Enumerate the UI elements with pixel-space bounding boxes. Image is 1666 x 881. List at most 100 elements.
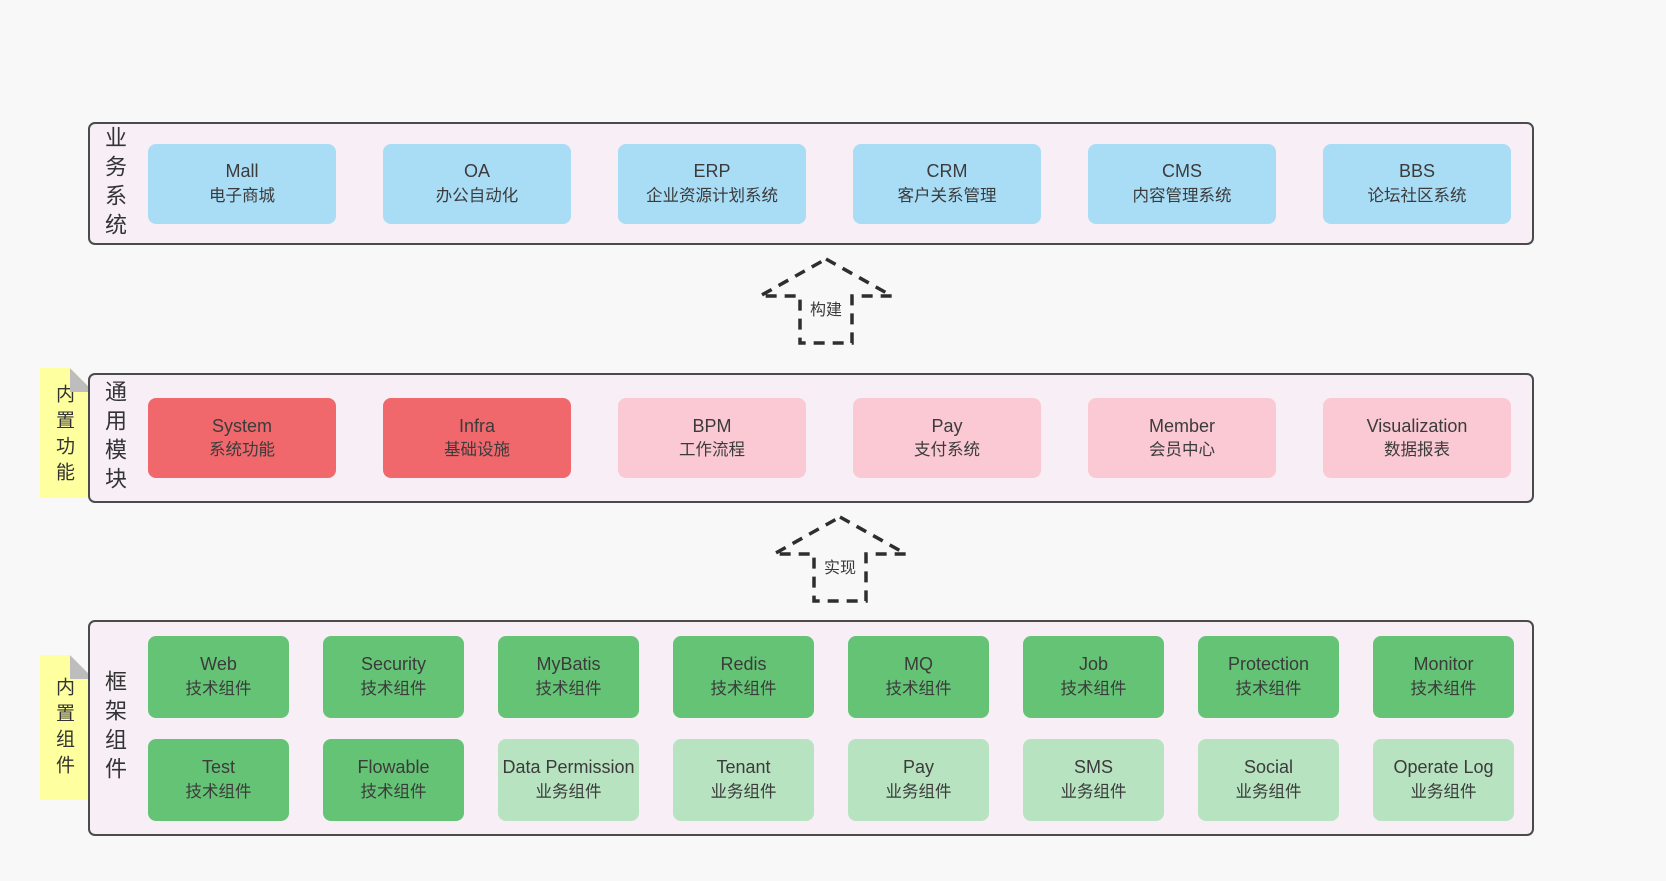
- box-tenant: Tenant 业务组件: [673, 738, 814, 821]
- band-title-text: 业务系统: [102, 125, 127, 242]
- box-desc: 系统功能: [209, 441, 275, 460]
- box-desc: 技术组件: [360, 782, 427, 801]
- box-test: Test 技术组件: [148, 738, 289, 821]
- band-box-row: Mall 电子商城 OA 办公自动化 ERP 企业资源计划系统 CRM 客户关系…: [138, 124, 1532, 243]
- band-box-row: System 系统功能 Infra 基础设施 BPM 工作流程 Pay 支付系统…: [138, 375, 1532, 501]
- box-sms: SMS 业务组件: [1023, 738, 1164, 821]
- box-desc: 办公自动化: [435, 186, 519, 205]
- box-name: CMS: [1162, 161, 1202, 182]
- note-label: 内置功能: [53, 384, 74, 488]
- box-monitor: Monitor 技术组件: [1373, 635, 1514, 718]
- box-name: Tenant: [716, 757, 771, 778]
- box-infra: Infra 基础设施: [383, 398, 571, 478]
- box-name: SMS: [1073, 757, 1113, 778]
- box-name: Job: [1078, 654, 1109, 675]
- box-pay-component: Pay 业务组件: [848, 738, 989, 821]
- box-mall: Mall 电子商城: [148, 143, 336, 224]
- component-row-2: Test 技术组件 Flowable 技术组件 Data Permission …: [148, 738, 1518, 821]
- box-desc: 技术组件: [360, 679, 427, 698]
- box-web: Web 技术组件: [148, 635, 289, 718]
- arrow-implement: 实现: [767, 514, 913, 604]
- box-name: Flowable: [357, 757, 430, 778]
- box-pay-system: Pay 支付系统: [853, 398, 1041, 478]
- box-name: Redis: [720, 654, 767, 675]
- box-desc: 业务组件: [1410, 782, 1477, 801]
- band-title-text: 框架组件: [102, 670, 127, 786]
- box-desc: 电子商城: [209, 186, 275, 205]
- box-desc: 客户关系管理: [897, 186, 997, 205]
- box-name: Social: [1243, 757, 1294, 778]
- box-desc: 业务组件: [885, 782, 952, 801]
- box-name: Member: [1148, 415, 1215, 436]
- note-built-in-features: 内置功能: [40, 368, 94, 498]
- band-title: 框架组件: [90, 622, 138, 834]
- arrow-label: 构建: [807, 295, 845, 321]
- dashed-up-arrow-icon: [767, 514, 913, 603]
- note-label: 内置组件: [53, 677, 74, 781]
- box-desc: 技术组件: [710, 679, 777, 698]
- band-framework-components: 框架组件 Web 技术组件 Security 技术组件 MyBatis 技术组件…: [88, 620, 1534, 836]
- box-name: Security: [360, 654, 427, 675]
- note-built-in-components: 内置组件: [40, 655, 94, 800]
- box-protection: Protection 技术组件: [1198, 635, 1339, 718]
- box-crm: CRM 客户关系管理: [853, 143, 1041, 224]
- box-name: MQ: [904, 654, 933, 675]
- box-desc: 会员中心: [1149, 441, 1215, 460]
- box-desc: 数据报表: [1384, 441, 1450, 460]
- box-name: Web: [200, 654, 237, 675]
- box-name: Operate Log: [1393, 757, 1494, 778]
- band-title: 业务系统: [90, 124, 138, 243]
- box-desc: 技术组件: [885, 679, 952, 698]
- box-social: Social 业务组件: [1198, 738, 1339, 821]
- box-desc: 支付系统: [914, 441, 980, 460]
- box-bpm: BPM 工作流程: [618, 398, 806, 478]
- box-desc: 内容管理系统: [1132, 186, 1232, 205]
- box-erp: ERP 企业资源计划系统: [618, 143, 806, 224]
- box-desc: 技术组件: [535, 679, 602, 698]
- band-title: 通用模块: [90, 375, 138, 501]
- component-row-1: Web 技术组件 Security 技术组件 MyBatis 技术组件 Redi…: [148, 635, 1518, 718]
- box-job: Job 技术组件: [1023, 635, 1164, 718]
- box-oa: OA 办公自动化: [383, 143, 571, 224]
- box-desc: 技术组件: [185, 782, 252, 801]
- box-name: BPM: [692, 415, 732, 436]
- box-name: Pay: [931, 415, 963, 436]
- box-name: Protection: [1227, 654, 1310, 675]
- box-desc: 业务组件: [710, 782, 777, 801]
- box-member: Member 会员中心: [1088, 398, 1276, 478]
- box-mybatis: MyBatis 技术组件: [498, 635, 639, 718]
- box-desc: 技术组件: [1235, 679, 1302, 698]
- dashed-up-arrow-icon: [753, 256, 899, 345]
- box-name: CRM: [926, 161, 968, 182]
- box-name: MyBatis: [536, 654, 601, 675]
- box-bbs: BBS 论坛社区系统: [1323, 143, 1511, 224]
- box-operate-log: Operate Log 业务组件: [1373, 738, 1514, 821]
- box-desc: 工作流程: [679, 441, 745, 460]
- box-name: BBS: [1398, 161, 1436, 182]
- box-desc: 技术组件: [1060, 679, 1127, 698]
- box-security: Security 技术组件: [323, 635, 464, 718]
- box-desc: 技术组件: [185, 679, 252, 698]
- box-desc: 论坛社区系统: [1367, 186, 1467, 205]
- box-name: OA: [463, 161, 490, 182]
- box-desc: 技术组件: [1410, 679, 1477, 698]
- box-desc: 基础设施: [444, 441, 510, 460]
- box-cms: CMS 内容管理系统: [1088, 143, 1276, 224]
- band-business-systems: 业务系统 Mall 电子商城 OA 办公自动化 ERP 企业资源计划系统 CRM…: [88, 122, 1534, 245]
- box-system: System 系统功能: [148, 398, 336, 478]
- box-flowable: Flowable 技术组件: [323, 738, 464, 821]
- arrow-build: 构建: [753, 256, 899, 346]
- box-name: ERP: [693, 161, 731, 182]
- arrow-label: 实现: [821, 553, 859, 579]
- box-desc: 业务组件: [1060, 782, 1127, 801]
- box-name: Pay: [902, 757, 935, 778]
- box-name: Data Permission: [502, 757, 635, 778]
- box-name: System: [211, 415, 272, 436]
- band-title-text: 通用模块: [102, 380, 127, 496]
- box-desc: 企业资源计划系统: [646, 186, 778, 205]
- box-data-permission: Data Permission 业务组件: [498, 738, 639, 821]
- box-name: Monitor: [1413, 654, 1474, 675]
- box-name: Infra: [458, 415, 496, 436]
- box-name: Mall: [225, 161, 259, 182]
